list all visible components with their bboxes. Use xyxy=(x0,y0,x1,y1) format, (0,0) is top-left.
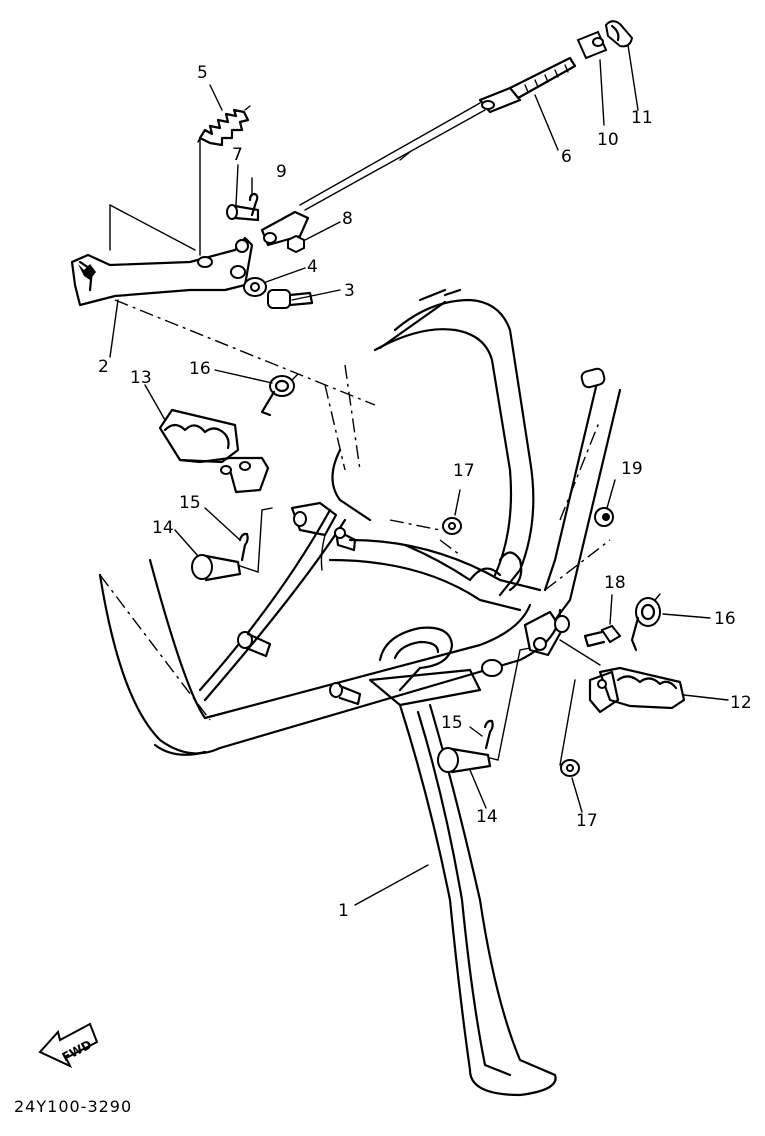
callout-14-right: 14 xyxy=(476,807,498,827)
callout-18: 18 xyxy=(604,573,626,593)
callout-labels: 1 2 3 4 5 6 7 8 9 10 11 12 13 14 14 15 1… xyxy=(98,63,752,921)
footrest-12 xyxy=(588,666,686,714)
nut-8 xyxy=(287,234,305,254)
drawing-code: 24Y100-3290 xyxy=(14,1097,132,1116)
callout-15-left: 15 xyxy=(179,493,201,513)
joint-10 xyxy=(576,30,608,60)
brake-rod-6 xyxy=(260,56,577,247)
cotter-pin-15-left xyxy=(238,532,249,562)
pin-14-left xyxy=(191,507,273,582)
spring-16-right xyxy=(630,593,661,652)
pin-7 xyxy=(226,204,260,222)
callout-10: 10 xyxy=(597,130,619,150)
side-stand xyxy=(368,626,557,1097)
callout-7: 7 xyxy=(232,145,243,165)
callout-12: 12 xyxy=(730,693,752,713)
bolt-18 xyxy=(583,624,622,648)
washer-4 xyxy=(243,277,267,297)
callout-6: 6 xyxy=(561,147,572,167)
spring-16-left xyxy=(260,373,299,417)
callout-2: 2 xyxy=(98,357,109,377)
callout-16-left: 16 xyxy=(189,359,211,379)
callout-16-right: 16 xyxy=(714,609,736,629)
washer-17-lower xyxy=(559,679,580,777)
callout-17-upper: 17 xyxy=(453,461,475,481)
callout-13: 13 xyxy=(130,368,152,388)
footrest-bracket-left xyxy=(290,501,357,571)
cotter-pin-15-right xyxy=(483,719,494,750)
washer-17-upper xyxy=(442,517,462,535)
pin-14-right xyxy=(437,647,531,774)
leader-lines xyxy=(109,44,729,906)
frame xyxy=(98,288,622,756)
spring-5 xyxy=(197,105,251,147)
callout-8: 8 xyxy=(342,209,353,229)
callout-9: 9 xyxy=(276,162,287,182)
callout-17-lower: 17 xyxy=(576,811,598,831)
frame-bolts xyxy=(237,631,362,706)
bolt-3 xyxy=(267,289,314,309)
callout-4: 4 xyxy=(307,257,318,277)
callout-19: 19 xyxy=(621,459,643,479)
callout-14-left: 14 xyxy=(152,518,174,538)
footrest-bracket-right xyxy=(523,610,601,666)
cotter-pin-9 xyxy=(248,192,259,217)
alignment-lines xyxy=(99,299,611,721)
callout-5: 5 xyxy=(197,63,208,83)
collar-19 xyxy=(594,507,614,527)
nut-11 xyxy=(604,20,634,48)
footrest-13 xyxy=(158,408,270,494)
callout-1: 1 xyxy=(338,901,349,921)
callout-15-right: 15 xyxy=(441,713,463,733)
callout-3: 3 xyxy=(344,281,355,301)
callout-11: 11 xyxy=(631,108,653,128)
fwd-arrow: FWD xyxy=(38,1022,99,1069)
brake-pedal xyxy=(70,236,254,307)
